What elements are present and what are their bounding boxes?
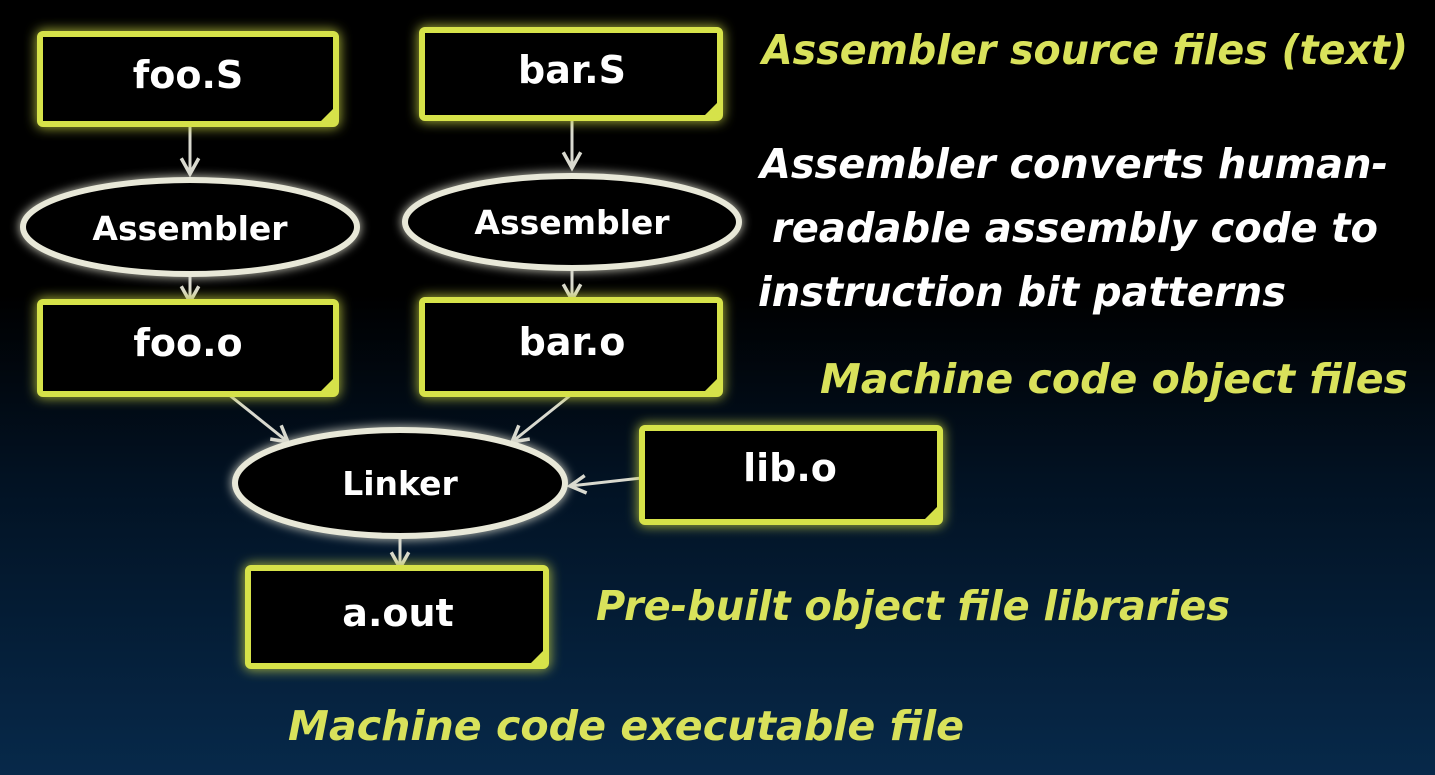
- annotation-object-files: Machine code object files: [820, 355, 1408, 403]
- arrow-lib-o-to-linker: [570, 478, 643, 486]
- file-box-a-out: a.out: [245, 565, 549, 669]
- a-out-label: a.out: [342, 591, 453, 635]
- annotation-libraries: Pre-built object file libraries: [596, 582, 1230, 630]
- lib-o-label: lib.o: [743, 446, 837, 490]
- annotations: Assembler source files (text) Assembler …: [288, 26, 1408, 750]
- arrow-foo-o-to-linker: [227, 392, 288, 442]
- file-box-foo-o: foo.o: [37, 299, 339, 397]
- linker-node: Linker: [232, 427, 568, 539]
- annotation-assembler-desc-line3: instruction bit patterns: [758, 268, 1286, 316]
- file-box-bar-o: bar.o: [419, 297, 723, 397]
- annotation-assembler-desc-line2: readable assembly code to: [772, 204, 1378, 252]
- foo-o-label: foo.o: [133, 321, 242, 365]
- assembler-2-label: Assembler: [474, 203, 670, 242]
- assembler-1-label: Assembler: [92, 209, 288, 248]
- annotation-source-files: Assembler source files (text): [759, 26, 1408, 74]
- linker-label: Linker: [342, 464, 458, 503]
- arrows: [190, 118, 643, 568]
- bar-o-label: bar.o: [519, 320, 626, 364]
- annotation-assembler-desc-line1: Assembler converts human-: [757, 140, 1388, 188]
- arrow-bar-o-to-linker: [512, 392, 573, 442]
- assembler-node-1: Assembler: [20, 177, 360, 277]
- file-box-lib-o: lib.o: [639, 425, 943, 525]
- file-box-bar-s: bar.S: [419, 27, 723, 121]
- file-box-foo-s: foo.S: [37, 31, 339, 127]
- annotation-executable: Machine code executable file: [288, 702, 964, 750]
- foo-s-label: foo.S: [133, 53, 244, 97]
- bar-s-label: bar.S: [518, 48, 626, 92]
- assembler-node-2: Assembler: [402, 173, 742, 271]
